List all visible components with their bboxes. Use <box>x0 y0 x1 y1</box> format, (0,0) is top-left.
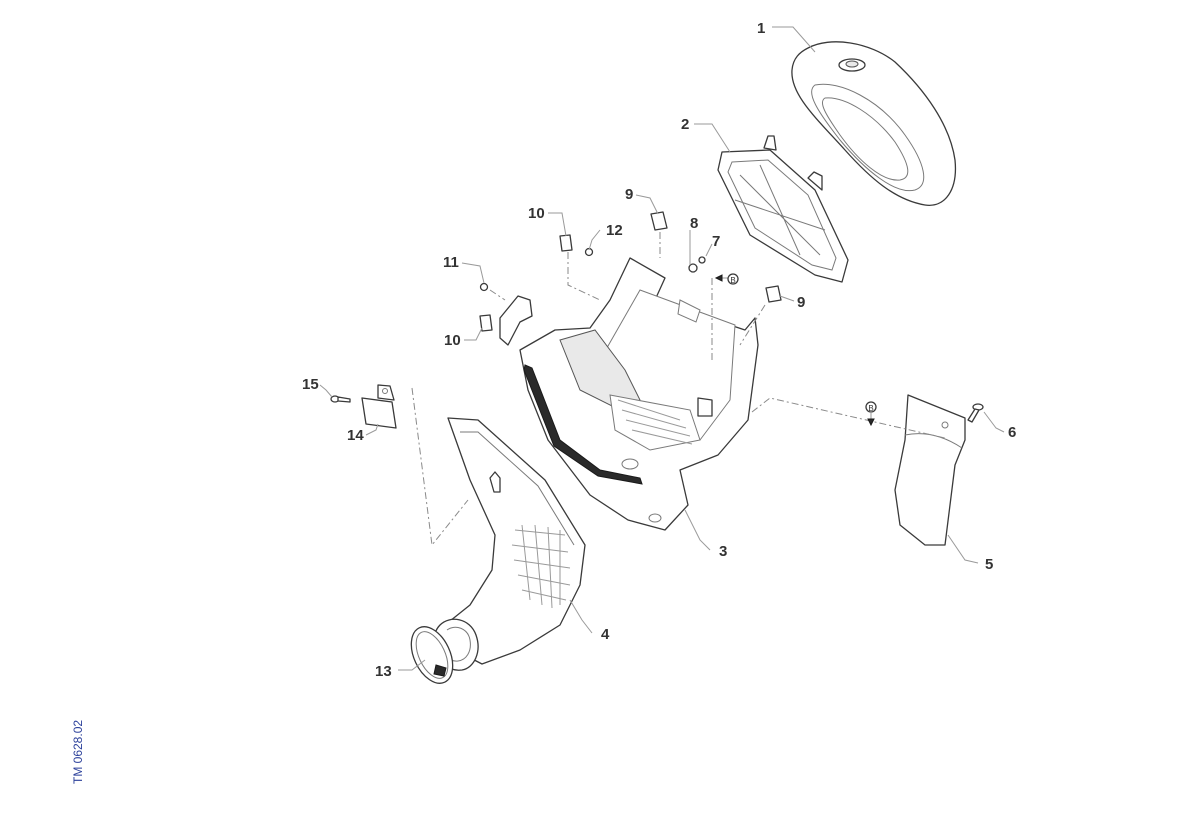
callout-11: 11 <box>443 254 459 271</box>
part-15-screw <box>330 395 351 403</box>
callout-12: 12 <box>606 222 623 239</box>
callout-labels: 1 2 3 4 5 6 7 8 9 9 10 10 11 12 13 14 15 <box>302 20 1016 680</box>
part-10-clip-upper <box>559 234 573 252</box>
part-14-bracket <box>361 384 397 429</box>
callout-9-lower: 9 <box>797 294 805 311</box>
part-1-filter-cover <box>791 41 957 206</box>
part-8-washer <box>688 263 698 273</box>
part-7-screw <box>698 256 706 264</box>
callout-15: 15 <box>302 376 319 393</box>
part-10-clip-lower <box>479 314 493 332</box>
callout-3: 3 <box>719 543 727 560</box>
part-5-heat-shield <box>894 394 966 546</box>
callout-7: 7 <box>712 233 720 250</box>
callout-13: 13 <box>375 663 392 680</box>
callout-8: 8 <box>690 215 698 232</box>
callout-10-lower: 10 <box>444 332 461 349</box>
part-3-airbox <box>499 257 759 531</box>
assembly-lines <box>411 232 946 547</box>
callout-6: 6 <box>1008 424 1016 441</box>
callout-5: 5 <box>985 556 993 573</box>
callout-9-upper: 9 <box>625 186 633 203</box>
callout-10-upper: 10 <box>528 205 545 222</box>
reference-marker-upper: B <box>714 273 739 285</box>
small-hardware <box>479 211 782 332</box>
part-11-screw <box>479 282 489 292</box>
part-9-nut-upper <box>650 211 668 231</box>
svg-text:B: B <box>868 404 873 413</box>
svg-text:B: B <box>730 276 735 285</box>
drawing-code: TM 0628.02 <box>71 720 85 784</box>
callout-4: 4 <box>601 626 610 643</box>
callout-14: 14 <box>347 427 364 444</box>
reference-marker-lower: B <box>865 401 877 427</box>
callout-leaders <box>319 26 1005 671</box>
part-2-filter-element <box>717 135 849 283</box>
part-9-nut-lower <box>765 285 782 303</box>
callout-1: 1 <box>757 20 765 37</box>
callout-2: 2 <box>681 116 689 133</box>
part-13-hose-clamp <box>410 626 454 684</box>
part-6-screw <box>967 403 984 423</box>
